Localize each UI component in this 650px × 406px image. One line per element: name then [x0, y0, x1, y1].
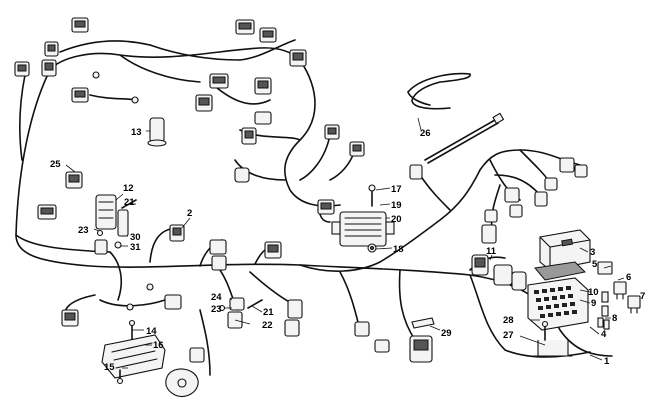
callout-8: 8: [612, 313, 617, 324]
screw-21-right: [247, 299, 263, 309]
connector-center-2: [254, 111, 272, 125]
sensor-13: [147, 117, 167, 147]
connector-top-4: [259, 27, 277, 43]
callout-25: 25: [50, 159, 61, 170]
callout-28: 28: [503, 315, 514, 326]
callout-17: 17: [391, 184, 402, 195]
connector-center-1: [241, 127, 257, 145]
callout-21-right: 21: [263, 307, 274, 318]
leader-lines: [65, 117, 638, 369]
right-connectors: [409, 157, 588, 244]
fuse-box-bracket: [533, 340, 573, 357]
cable-tie-loop: [407, 72, 471, 110]
connector-10: [493, 264, 527, 291]
callout-13: 13: [131, 127, 142, 138]
callout-11: 11: [486, 246, 497, 257]
connector-center-4: [349, 141, 365, 157]
relay-7: [627, 295, 641, 314]
connector-lower-mid: [164, 294, 182, 310]
bracket-screw: [541, 320, 549, 341]
connector-center-3: [324, 124, 340, 140]
callout-5: 5: [592, 259, 598, 270]
callout-labels: 1 2 3 4 5 6 7 8 9 10 11 12 13 14 15 16 1…: [50, 127, 645, 373]
connector-top-6: [209, 73, 229, 89]
callout-12: 12: [123, 183, 134, 194]
connector-top-left-2: [41, 59, 57, 77]
connector-top-1: [71, 17, 89, 33]
connector-top-8: [195, 94, 213, 112]
bracket-30: [117, 209, 129, 237]
connector-top-7: [254, 77, 272, 95]
ring-terminals-lower: [126, 283, 154, 311]
callout-30: 30: [130, 232, 141, 243]
connector-bottom-center: [354, 321, 390, 353]
connector-11: [471, 254, 489, 276]
connector-25: [65, 171, 83, 189]
module-12: [95, 194, 117, 230]
callout-22: 22: [262, 320, 273, 331]
fastener-31: [114, 241, 122, 249]
callout-6: 6: [626, 272, 631, 283]
regulator-screw: [368, 184, 376, 207]
callout-19: 19: [391, 200, 402, 211]
screw-14: [128, 319, 136, 340]
callout-3: 3: [590, 247, 595, 258]
connector-bottom-right: [409, 335, 433, 363]
callout-31: 31: [130, 242, 141, 253]
callout-1: 1: [604, 356, 610, 367]
clip-29: [411, 317, 435, 329]
callout-23-right: 23: [211, 304, 222, 315]
connector-left-lower: [94, 239, 108, 255]
callout-10: 10: [588, 287, 599, 298]
connector-mid-2: [264, 241, 282, 259]
callout-4: 4: [601, 329, 607, 340]
callout-2: 2: [187, 208, 192, 219]
fuse-box-cover: [539, 229, 591, 271]
callout-26: 26: [420, 128, 431, 139]
callout-9: 9: [591, 298, 596, 309]
relay-6: [613, 281, 627, 300]
callout-18: 18: [393, 244, 404, 255]
callout-27: 27: [503, 330, 514, 341]
fuse-box-gasket: [534, 261, 587, 281]
connector-lower-left: [61, 309, 79, 327]
connector-center-6: [317, 199, 335, 215]
connector-lower-right: [284, 299, 303, 337]
callout-21-left: 21: [124, 197, 135, 208]
callout-23-left: 23: [78, 225, 89, 236]
connector-2: [169, 224, 185, 242]
upper-branch: [89, 39, 356, 223]
connector-top-left-1: [14, 61, 30, 77]
connector-top-left-3: [44, 41, 59, 57]
regulator-nut: [367, 243, 377, 253]
connector-24-assy: [218, 297, 245, 312]
ring-terminal-top: [92, 71, 139, 104]
control-module-16: [101, 334, 166, 379]
callout-14: 14: [146, 326, 157, 337]
voltage-regulator: [331, 211, 395, 247]
callout-29: 29: [441, 328, 452, 339]
connector-top-3: [235, 19, 255, 35]
screw-15: [116, 369, 124, 385]
connector-mid-1: [209, 239, 227, 271]
cable-tie-straight: [424, 112, 505, 164]
fuse-4: [597, 317, 610, 330]
fuse-8: [601, 291, 609, 317]
callout-20: 20: [391, 214, 402, 225]
callout-15: 15: [104, 362, 115, 373]
connector-top-2: [71, 87, 89, 103]
callout-24: 24: [211, 292, 222, 303]
connector-center-5: [234, 167, 250, 183]
callout-7: 7: [640, 291, 645, 302]
fastener-23: [96, 229, 104, 237]
fuse-block: [527, 277, 589, 331]
sensor-lower: [165, 368, 199, 398]
connector-lower-3: [189, 347, 205, 363]
callout-16: 16: [153, 340, 164, 351]
connector-top-5: [289, 49, 307, 67]
screw-21-left: [121, 199, 137, 209]
connector-left-mid: [37, 204, 57, 220]
